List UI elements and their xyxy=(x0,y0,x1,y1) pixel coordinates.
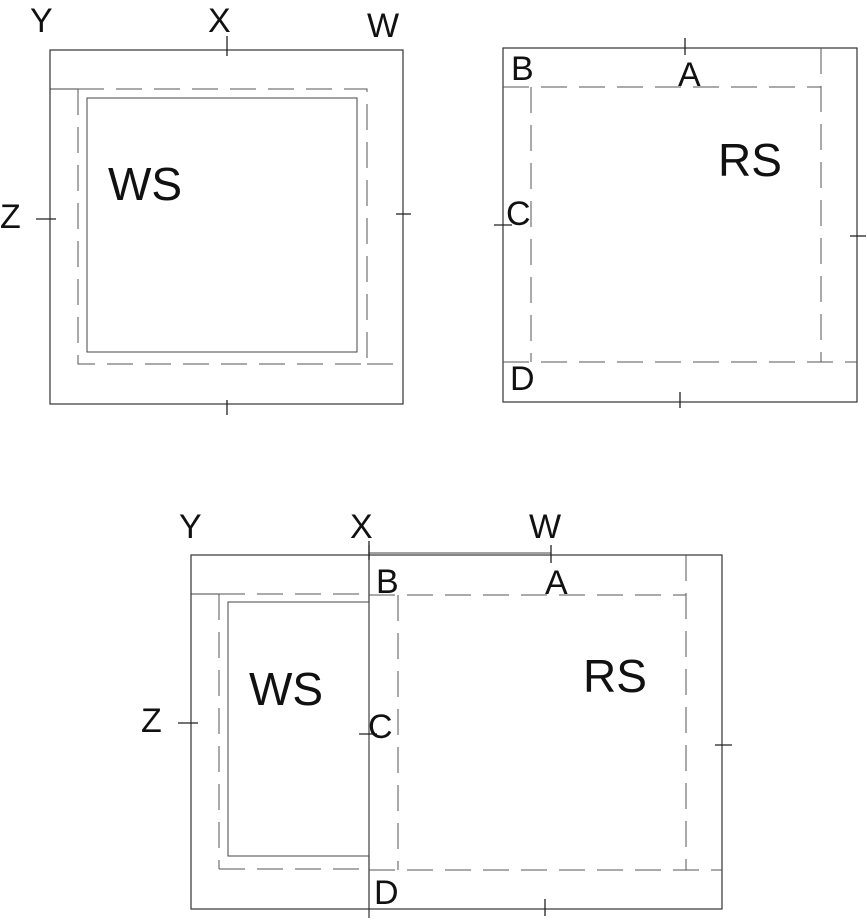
combined-label-y: Y xyxy=(179,508,202,546)
ws-outer-border xyxy=(49,49,404,405)
ws-label-y: Y xyxy=(30,2,53,40)
combined-ws-region-label: WS xyxy=(249,663,323,715)
ws-label-z: Z xyxy=(0,198,21,236)
combined-outer-border xyxy=(190,554,723,910)
combined-label-b: B xyxy=(376,563,399,601)
rs-region-label: RS xyxy=(718,134,782,186)
ws-dashed-boundary xyxy=(77,88,368,365)
rs-label-d: D xyxy=(510,360,535,398)
rs-label-b: B xyxy=(511,50,534,88)
ws-inner-box xyxy=(86,97,358,353)
combined-label-z: Z xyxy=(141,702,162,740)
rs-label-a: A xyxy=(678,56,701,94)
rs-outer-border xyxy=(502,47,858,403)
combined-rs-region-label: RS xyxy=(583,650,647,702)
ws-label-w: W xyxy=(367,7,399,45)
ws-label-x: X xyxy=(208,2,231,40)
combined-label-x: X xyxy=(350,508,373,546)
combined-ws-inner-box xyxy=(227,601,370,857)
combined-label-a: A xyxy=(545,564,568,602)
ws-region-label: WS xyxy=(108,158,182,210)
rs-panel: B A C D RS xyxy=(494,38,866,408)
combined-label-d: D xyxy=(374,874,399,912)
combined-label-c: C xyxy=(368,708,393,746)
combined-panel: Y X W Z B A C D WS RS xyxy=(141,508,732,918)
ws-panel: Y X W Z WS xyxy=(0,2,411,415)
combined-label-w: W xyxy=(529,508,561,546)
rs-label-c: C xyxy=(506,195,531,233)
